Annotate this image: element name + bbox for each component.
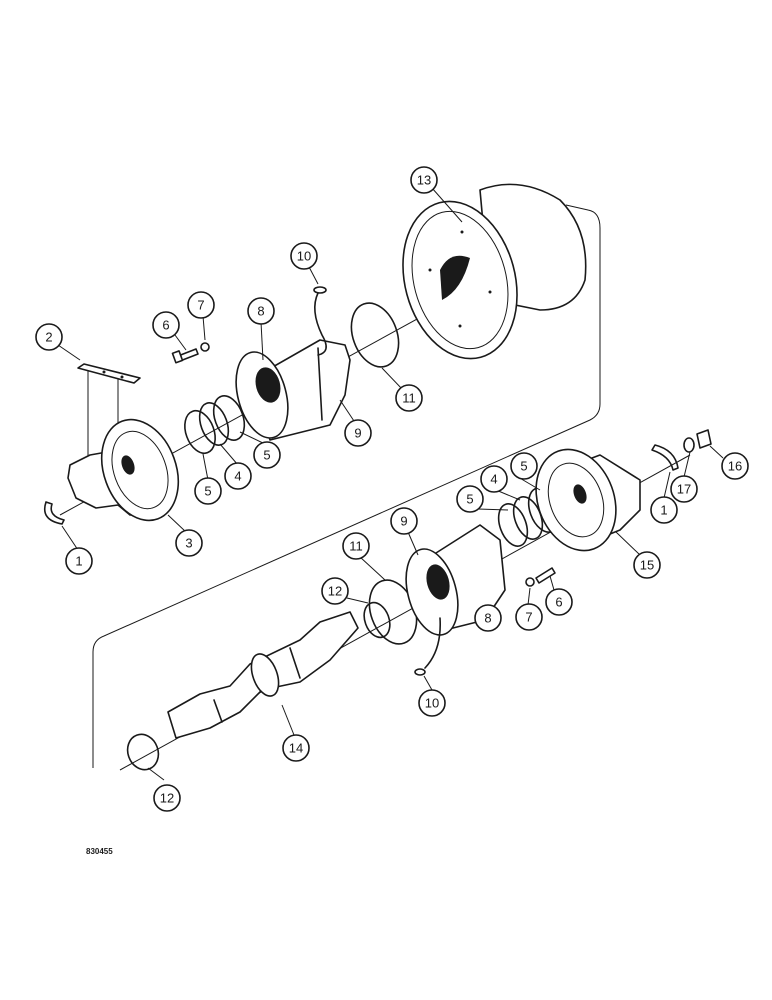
callout-5-upper-left: 5 (194, 477, 222, 505)
callout-label: 11 (349, 539, 363, 554)
callout-11-upper: 11 (395, 384, 423, 412)
o-ring-12-left (126, 733, 160, 771)
callout-1-lower: 1 (650, 496, 678, 524)
callout-12-left: 12 (153, 784, 181, 812)
callout-label: 15 (640, 558, 654, 573)
callout-label: 14 (289, 741, 303, 756)
callout-label: 17 (677, 482, 691, 497)
callout-4-lower: 4 (480, 465, 508, 493)
callout-5-lower-left: 5 (456, 485, 484, 513)
bolt-lower (525, 567, 556, 587)
callout-16: 16 (721, 452, 749, 480)
snap-ring-lower (651, 444, 679, 471)
callout-8-upper: 8 (247, 297, 275, 325)
callout-label: 10 (425, 696, 439, 711)
callout-9-upper: 9 (344, 419, 372, 447)
callout-label: 6 (555, 595, 562, 610)
roller-wheel (402, 183, 587, 360)
callout-13: 13 (410, 166, 438, 194)
callout-label: 9 (400, 514, 407, 529)
callout-4-upper: 4 (224, 462, 252, 490)
callout-label: 11 (402, 391, 416, 406)
callout-12-right: 12 (321, 577, 349, 605)
callout-label: 13 (417, 173, 431, 188)
callout-label: 1 (660, 503, 667, 518)
plug-and-washer (683, 429, 712, 453)
callout-label: 4 (234, 469, 241, 484)
callout-label: 12 (328, 584, 342, 599)
callout-label: 7 (525, 610, 532, 625)
callout-label: 9 (354, 426, 361, 441)
callout-label: 12 (160, 791, 174, 806)
callout-7-lower: 7 (515, 603, 543, 631)
pin-upper (313, 286, 327, 294)
o-ring-upper (350, 302, 400, 368)
callout-label: 4 (490, 472, 497, 487)
callout-label: 5 (466, 492, 473, 507)
bolt-upper (171, 342, 210, 364)
callout-label: 2 (45, 330, 52, 345)
callout-7-upper: 7 (187, 291, 215, 319)
end-collar-upper (67, 418, 180, 522)
callout-label: 16 (728, 459, 742, 474)
callout-3: 3 (175, 529, 203, 557)
callout-6-lower: 6 (545, 588, 573, 616)
callout-10-lower: 10 (418, 689, 446, 717)
callout-label: 6 (162, 318, 169, 333)
pin-lower (414, 668, 426, 676)
callout-label: 8 (484, 611, 491, 626)
callout-2: 2 (35, 323, 63, 351)
callout-label: 7 (197, 298, 204, 313)
callout-label: 5 (204, 484, 211, 499)
callout-11-lower: 11 (342, 532, 370, 560)
callout-label: 5 (520, 459, 527, 474)
callout-label: 1 (75, 554, 82, 569)
hub-flange-lower (405, 524, 506, 636)
callout-1-upper: 1 (65, 547, 93, 575)
hub-flange-upper (235, 339, 351, 441)
callout-label: 5 (263, 448, 270, 463)
callout-8-lower: 8 (474, 604, 502, 632)
callout-15: 15 (633, 551, 661, 579)
callout-6-upper: 6 (152, 311, 180, 339)
retaining-plate (77, 363, 141, 384)
callout-10-upper: 10 (290, 242, 318, 270)
callout-label: 10 (297, 249, 311, 264)
callout-label: 3 (185, 536, 192, 551)
pin-wire-upper (314, 292, 327, 356)
callout-14: 14 (282, 734, 310, 762)
callout-5-upper-right: 5 (253, 441, 281, 469)
roller-shaft (167, 611, 359, 739)
callout-label: 8 (257, 304, 264, 319)
assembly-boundary-outline (92, 204, 601, 768)
callout-9-lower: 9 (390, 507, 418, 535)
callout-17: 17 (670, 475, 698, 503)
end-collar-lower (535, 448, 641, 552)
snap-ring-upper (43, 501, 65, 525)
drawing-number: 830455 (86, 847, 113, 856)
callout-5-lower-right: 5 (510, 452, 538, 480)
pin-wire-lower (424, 617, 442, 669)
